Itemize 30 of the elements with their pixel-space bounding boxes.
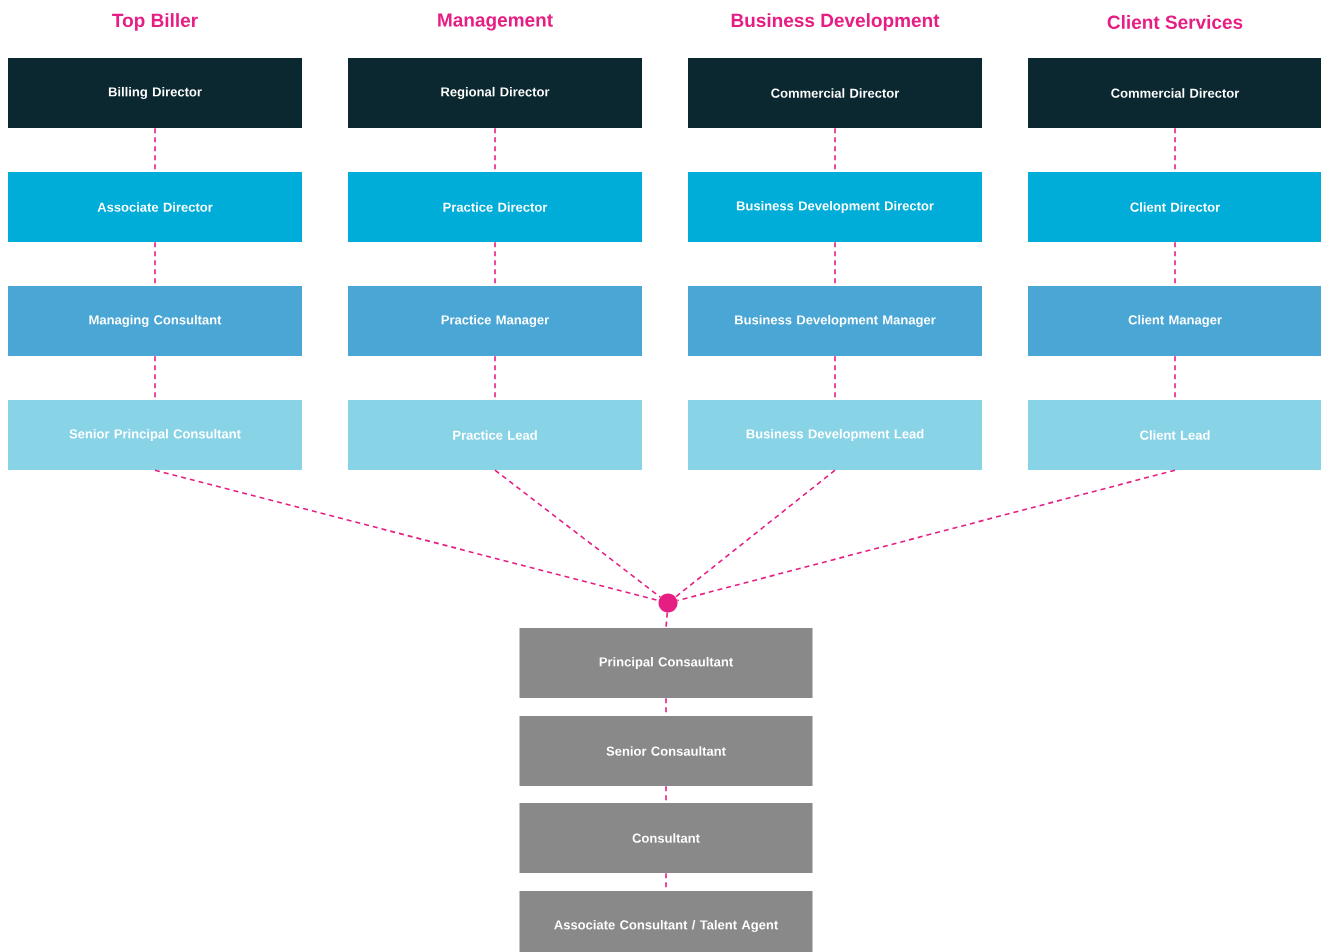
director-box: Client Director xyxy=(1028,172,1321,242)
lead-box: Senior Principal Consultant xyxy=(8,400,302,470)
lead-box: Practice Lead xyxy=(348,400,642,470)
junction-dot xyxy=(658,593,678,613)
director-box: Associate Director xyxy=(8,172,302,242)
consultant-box: Consultant xyxy=(519,803,813,873)
director-box: Business Development Director xyxy=(688,172,982,242)
director-box: Regional Director xyxy=(348,58,642,128)
manager-box: Business Development Manager xyxy=(688,286,982,356)
connector-line xyxy=(674,469,836,598)
manager-box: Client Manager xyxy=(1028,286,1321,356)
lead-box: Client Lead xyxy=(1028,400,1321,470)
connector-line xyxy=(494,469,662,598)
lead-box: Business Development Lead xyxy=(688,400,982,470)
column-heading: Top Biller xyxy=(112,13,198,31)
director-box: Commercial Director xyxy=(1028,58,1321,128)
connector-line xyxy=(665,611,669,629)
manager-box: Managing Consultant xyxy=(8,286,302,356)
director-box: Commercial Director xyxy=(688,58,982,128)
consultant-box: Associate Consultant / Talent Agent xyxy=(519,891,813,952)
connector-line xyxy=(154,469,660,602)
manager-box: Practice Manager xyxy=(348,286,642,356)
connector-line xyxy=(676,469,1176,602)
column-heading: Client Services xyxy=(1107,15,1243,29)
director-box: Practice Director xyxy=(348,172,642,242)
consultant-box: Principal Consaultant xyxy=(519,628,813,698)
director-box: Billing Director xyxy=(8,58,302,128)
column-heading: Management xyxy=(438,13,553,31)
column-heading: Business Development xyxy=(731,13,940,31)
consultant-box: Senior Consaultant xyxy=(519,716,813,786)
